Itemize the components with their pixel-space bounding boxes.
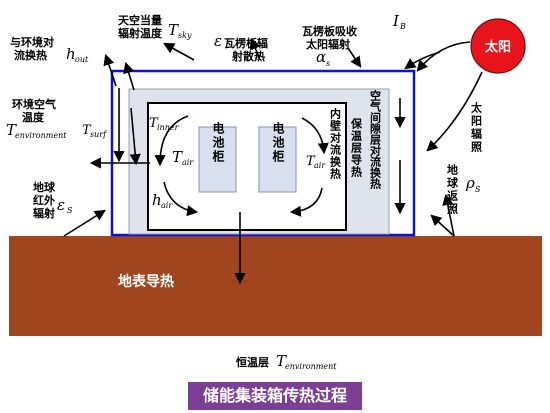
hair-symbol: h: [152, 191, 162, 209]
eps-s-subscript: S: [67, 206, 73, 215]
hout-symbol: h: [66, 45, 76, 63]
const-layer-label: 恒温层: [236, 355, 269, 369]
inner-cavity: [147, 102, 347, 231]
rho-subscript: S: [475, 185, 481, 194]
tair-left-subscript: air: [182, 158, 194, 167]
ground: [9, 236, 542, 336]
eps-s-symbol: ε: [57, 196, 65, 214]
tenv2-symbol: T: [276, 352, 287, 370]
env-conv-label-1: 与环境对: [10, 35, 54, 49]
ground-conduction-label: 地表导热: [118, 273, 174, 290]
air-gap-label: 空气间隙层对流换热: [369, 89, 383, 190]
title-bar: [188, 382, 362, 410]
env-air-label-2: 温度: [22, 110, 45, 124]
sky-temp-label-1: 天空当量: [118, 13, 162, 27]
sun-label: 太阳: [484, 39, 511, 55]
tsurf-subscript: surf: [90, 130, 108, 139]
hout-subscript: out: [75, 55, 89, 64]
tenv2-subscript: environment: [285, 362, 337, 371]
tsurf-symbol: T: [82, 123, 92, 138]
battery-cabinet-right: [258, 126, 297, 193]
ground-reflect-label: 地球返照: [446, 163, 459, 216]
inner-wall-label: 内壁对流换热: [329, 107, 342, 180]
tenv-symbol: T: [6, 121, 17, 139]
ib-subscript: B: [399, 22, 406, 31]
battery-left-label: 电池柜: [211, 121, 225, 164]
env-conv-label-2: 流换热: [14, 48, 47, 62]
solar-rad-label: 太阳辐照: [470, 101, 484, 154]
sky-subscript: sky: [178, 31, 192, 40]
ground-ir-label-1: 地球: [33, 180, 56, 194]
tair-left-symbol: T: [172, 148, 183, 166]
battery-right-label: 电池柜: [271, 121, 285, 164]
sun-circle: [470, 18, 526, 74]
sky-symbol: T: [168, 21, 179, 39]
env-air-label-1: 环境空气: [12, 97, 56, 111]
tair-right-symbol: T: [306, 154, 316, 169]
tinner-subscript: inner: [157, 123, 180, 132]
ground-ir-label-2: 红外: [33, 193, 55, 207]
tile-emit-label-1: 瓦楞板辐: [224, 36, 268, 50]
sky-temp-label-2: 辐射温度: [118, 26, 163, 40]
tile-emit-symbol: ε: [214, 32, 222, 50]
alpha-subscript: s: [326, 59, 330, 68]
battery-cabinet-left: [198, 126, 237, 193]
tair-right-subscript: air: [314, 161, 326, 170]
tenv-subscript: environment: [15, 131, 67, 140]
tile-absorb-label-2: 太阳辐射: [305, 37, 350, 51]
insulation-label: 保温层导热: [350, 117, 364, 178]
tile-emit-label-2: 射散热: [231, 49, 265, 63]
diagram-title: 储能集装箱传热过程: [202, 386, 347, 405]
alpha-symbol: α: [316, 48, 326, 66]
ground-ir-label-3: 辐射: [33, 206, 55, 220]
tile-absorb-label-1: 瓦楞板吸收: [302, 24, 357, 38]
tinner-symbol: T: [149, 116, 159, 131]
rho-symbol: ρ: [465, 174, 475, 192]
hair-subscript: air: [161, 201, 173, 210]
ib-symbol: I: [392, 12, 400, 30]
